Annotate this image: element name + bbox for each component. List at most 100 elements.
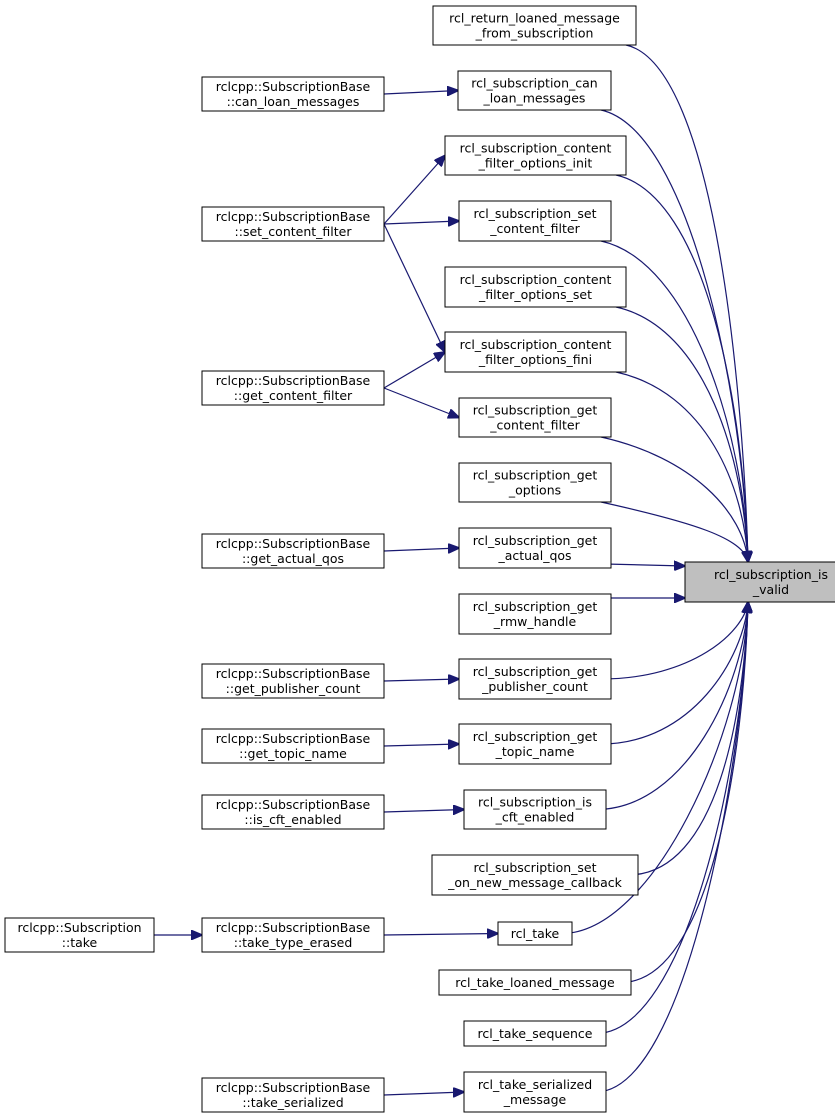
node-label-line: rclcpp::SubscriptionBase — [216, 666, 371, 681]
graph-node-c-take-ser[interactable]: rclcpp::SubscriptionBase::take_serialize… — [201, 1077, 385, 1113]
graph-node-c-set-cf[interactable]: rclcpp::SubscriptionBase::set_content_fi… — [201, 206, 385, 242]
graph-node-c-get-pubcount[interactable]: rclcpp::SubscriptionBase::get_publisher_… — [201, 663, 385, 699]
node-box — [201, 917, 385, 953]
node-box — [497, 921, 573, 946]
graph-node-n-get-cf[interactable]: rcl_subscription_get_content_filter — [458, 397, 612, 438]
graph-node-n-cfo-init[interactable]: rcl_subscription_content_filter_options_… — [444, 135, 627, 176]
node-label-line: _filter_options_fini — [478, 352, 592, 367]
node-box — [457, 70, 612, 111]
node-label-line: rclcpp::SubscriptionBase — [216, 209, 371, 224]
node-label-line: _message — [503, 1092, 567, 1107]
node-box — [444, 266, 627, 308]
node-label-line: rcl_take_loaned_message — [455, 975, 615, 990]
call-edge-n-cfo-fini-to-focus — [615, 371, 748, 562]
node-label-line: rclcpp::SubscriptionBase — [216, 79, 371, 94]
graph-node-c-take-te[interactable]: rclcpp::SubscriptionBase::take_type_eras… — [201, 917, 385, 953]
graph-node-n-get-qos[interactable]: rcl_subscription_get_actual_qos — [458, 527, 612, 569]
node-box — [201, 794, 385, 830]
node-label-line: rclcpp::SubscriptionBase — [216, 731, 371, 746]
call-edge-n-take-to-focus — [561, 602, 748, 935]
node-box — [463, 1020, 607, 1047]
call-edge-c-set-cf-to-n-cfo-init — [383, 156, 445, 225]
node-label-line: rcl_subscription_set — [473, 206, 596, 221]
node-label-line: rclcpp::SubscriptionBase — [216, 373, 371, 388]
node-label-line: ::take — [62, 935, 98, 950]
graph-node-n-take-seq[interactable]: rcl_take_sequence — [463, 1020, 607, 1047]
node-label-line: ::get_actual_qos — [242, 551, 344, 566]
call-edge-c-set-cf-to-n-cfo-fini — [383, 223, 445, 352]
edges-layer — [154, 44, 748, 1095]
call-edge-n-get-cf-to-focus — [600, 436, 748, 562]
call-edge-n-return-loaned-to-focus — [625, 44, 748, 562]
graph-node-n-set-cf[interactable]: rcl_subscription_set_content_filter — [458, 200, 612, 242]
graph-node-n-get-options[interactable]: rcl_subscription_get_options — [458, 462, 612, 503]
node-label-line: ::take_serialized — [242, 1095, 343, 1110]
call-edge-n-set-onnew-to-focus — [627, 602, 748, 876]
graph-node-c-is-cft[interactable]: rclcpp::SubscriptionBase::is_cft_enabled — [201, 794, 385, 830]
node-box — [463, 789, 607, 830]
graph-node-n-take[interactable]: rcl_take — [497, 921, 573, 946]
node-label-line: rcl_subscription_get — [473, 403, 598, 418]
node-label-line: rcl_subscription_content — [460, 337, 612, 352]
node-label-line: rcl_subscription_can — [471, 76, 597, 91]
node-box — [201, 728, 385, 764]
call-edge-c-get-cf-to-n-get-cf — [383, 387, 459, 418]
call-edge-n-is-cft-to-focus — [595, 602, 748, 811]
node-label-line: _cft_enabled — [495, 810, 575, 825]
node-label-line: _filter_options_set — [478, 287, 592, 302]
graph-node-c-can-loan[interactable]: rclcpp::SubscriptionBase::can_loan_messa… — [201, 76, 385, 112]
node-label-line: _content_filter — [489, 418, 580, 433]
node-label-line: _topic_name — [495, 744, 575, 759]
node-label-line: ::get_publisher_count — [226, 681, 361, 696]
node-label-line: rcl_subscription_get — [473, 729, 598, 744]
node-box — [458, 462, 612, 503]
node-label-line: _filter_options_init — [478, 156, 593, 171]
call-edge-c-get-cf-to-n-cfo-fini — [383, 352, 445, 389]
node-label-line: rcl_subscription_is — [714, 567, 828, 582]
graph-node-n-get-rmw[interactable]: rcl_subscription_get_rmw_handle — [458, 593, 612, 635]
node-box — [444, 331, 627, 373]
graph-node-c-get-topic[interactable]: rclcpp::SubscriptionBase::get_topic_name — [201, 728, 385, 764]
node-label-line: _on_new_message_callback — [447, 875, 623, 890]
graph-node-n-can-loan[interactable]: rcl_subscription_can_loan_messages — [457, 70, 612, 111]
node-label-line: _content_filter — [489, 221, 580, 236]
node-label-line: rcl_take — [511, 926, 560, 941]
node-label-line: ::is_cft_enabled — [244, 812, 341, 827]
graph-node-s-take[interactable]: rclcpp::Subscription::take — [4, 917, 155, 953]
graph-node-n-return-loaned[interactable]: rcl_return_loaned_message_from_subscript… — [432, 5, 637, 46]
graph-node-n-get-pubcount[interactable]: rcl_subscription_get_publisher_count — [458, 658, 612, 700]
graph-node-n-cfo-fini[interactable]: rcl_subscription_content_filter_options_… — [444, 331, 627, 373]
call-edge-n-get-options-to-focus — [600, 501, 748, 562]
node-label-line: rcl_take_sequence — [478, 1026, 593, 1041]
call-edge-n-get-qos-to-focus — [604, 564, 685, 566]
node-label-line: rcl_return_loaned_message — [449, 11, 620, 26]
node-box — [201, 663, 385, 699]
graph-node-n-set-onnew[interactable]: rcl_subscription_set_on_new_message_call… — [431, 854, 639, 896]
graph-node-c-get-cf[interactable]: rclcpp::SubscriptionBase::get_content_fi… — [201, 370, 385, 406]
focus-node: rcl_subscription_is_valid — [684, 561, 835, 603]
node-label-line: rcl_subscription_get — [473, 533, 598, 548]
node-label-line: _rmw_handle — [493, 614, 577, 629]
nodes-layer: rcl_return_loaned_message_from_subscript… — [4, 5, 835, 1113]
node-label-line: rcl_subscription_content — [460, 272, 612, 287]
node-label-line: rcl_subscription_get — [473, 664, 598, 679]
node-label-line: rcl_subscription_set — [473, 860, 596, 875]
graph-node-n-is-cft[interactable]: rcl_subscription_is_cft_enabled — [463, 789, 607, 830]
node-label-line: rclcpp::SubscriptionBase — [216, 920, 371, 935]
call-edge-c-take-te-to-n-take — [383, 934, 498, 936]
graph-node-n-take-ser[interactable]: rcl_take_serialized_message — [463, 1071, 607, 1113]
call-edge-n-take-ser-to-focus — [595, 602, 748, 1093]
node-box — [458, 658, 612, 700]
call-edge-c-is-cft-to-n-is-cft — [383, 810, 464, 813]
call-edge-n-get-pubcount-to-focus — [600, 602, 748, 680]
node-label-line: ::take_type_erased — [234, 935, 353, 950]
node-box — [201, 76, 385, 112]
node-label-line: _valid — [752, 582, 789, 597]
node-label-line: rcl_subscription_get — [473, 599, 598, 614]
graph-node-n-take-loaned[interactable]: rcl_take_loaned_message — [438, 969, 632, 996]
graph-node-n-cfo-set[interactable]: rcl_subscription_content_filter_options_… — [444, 266, 627, 308]
node-box — [458, 397, 612, 438]
graph-node-c-get-qos[interactable]: rclcpp::SubscriptionBase::get_actual_qos — [201, 533, 385, 569]
graph-node-n-get-topic[interactable]: rcl_subscription_get_topic_name — [458, 723, 612, 765]
